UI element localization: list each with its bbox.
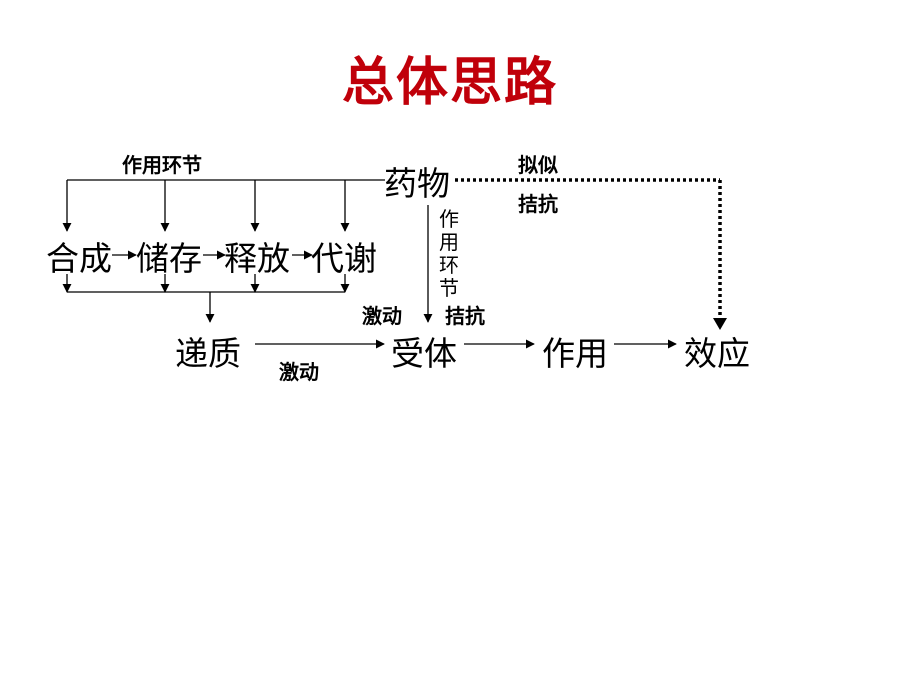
vertical-char: 环 <box>439 253 459 277</box>
node-release: 释放 <box>224 239 290 278</box>
label-action-site-vertical: 作 用 环 节 <box>439 207 459 300</box>
node-transmitter: 递质 <box>175 334 241 373</box>
node-effect: 效应 <box>684 334 750 373</box>
label-antagonist-right: 拮抗 <box>445 304 485 328</box>
label-action-site-top: 作用环节 <box>122 153 202 177</box>
node-action: 作用 <box>542 334 608 373</box>
vertical-char: 用 <box>439 230 459 254</box>
effect-arrowhead <box>713 318 727 330</box>
node-drug: 药物 <box>384 164 450 203</box>
label-mimic: 拟似 <box>518 153 558 177</box>
vertical-char: 作 <box>439 207 459 231</box>
action-site-bracket <box>62 179 385 232</box>
vertical-char: 节 <box>439 276 459 300</box>
label-agonist-bottom: 激动 <box>279 360 319 384</box>
label-antagonize-top: 拮抗 <box>518 192 558 216</box>
node-receptor: 受体 <box>391 334 457 373</box>
mimic-antagonize-dotted-arrow <box>455 178 722 320</box>
page-title: 总体思路 <box>341 52 558 113</box>
node-metabolism: 代谢 <box>311 239 377 278</box>
node-synthesis: 合成 <box>46 239 112 278</box>
label-agonist-left: 激动 <box>362 304 402 328</box>
transmitter-bracket <box>62 274 350 323</box>
node-storage: 储存 <box>136 239 202 278</box>
